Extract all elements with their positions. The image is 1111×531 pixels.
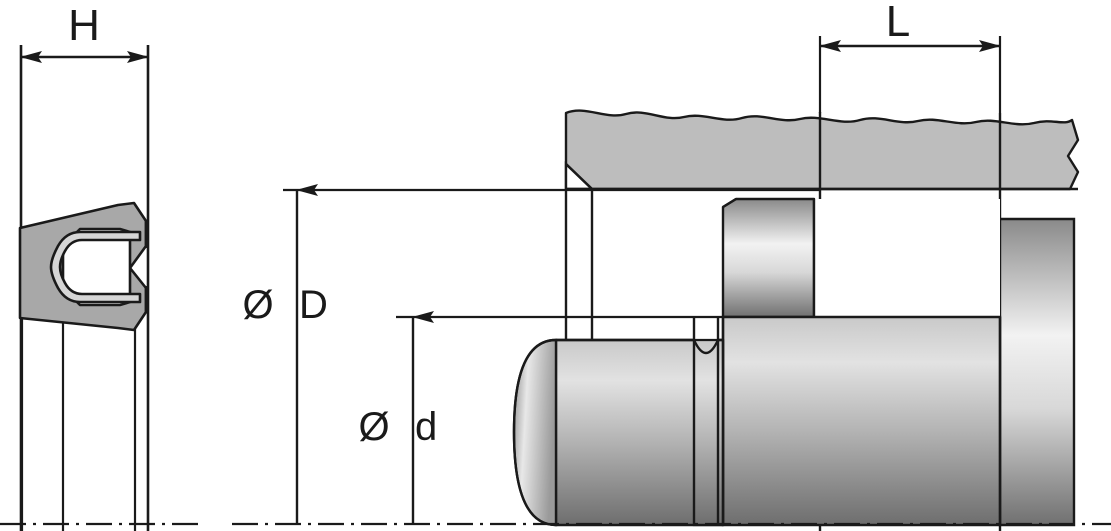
shaft-shoulder-chamfer <box>722 197 737 209</box>
dimension-L: L <box>818 0 1002 113</box>
dimension-D-label: D <box>299 283 328 327</box>
housing-body <box>564 109 1080 191</box>
shaft-end-ellipse <box>512 338 557 527</box>
shaft-shoulder <box>721 197 816 319</box>
seal-inner-lines <box>20 318 137 531</box>
shaft-shoulder-right-face <box>814 199 1000 317</box>
seal-body <box>18 201 148 332</box>
diameter-symbol-d: Ø <box>358 405 389 449</box>
dimension-H: H <box>20 1 149 63</box>
seal-lip-cavity <box>49 230 142 304</box>
dimension-H-label: H <box>68 1 100 50</box>
shaft-undercut-groove <box>554 338 725 527</box>
housing-chamfer-edge <box>565 163 593 190</box>
dimension-L-label: L <box>886 0 910 46</box>
diameter-symbol-D: Ø <box>242 283 273 327</box>
shaft-lower-section <box>721 315 1002 527</box>
dimension-d-label: d <box>415 405 437 449</box>
seal-detail-group <box>18 45 150 531</box>
housing-groove-lines <box>818 112 1002 189</box>
dimension-diameter-d: Ø d <box>358 311 437 525</box>
shaft-right-collar <box>998 217 1076 527</box>
dimension-diameter-D: Ø D <box>242 184 328 525</box>
shaft-outlines <box>556 317 1002 525</box>
shaft-end-cap <box>512 338 558 527</box>
